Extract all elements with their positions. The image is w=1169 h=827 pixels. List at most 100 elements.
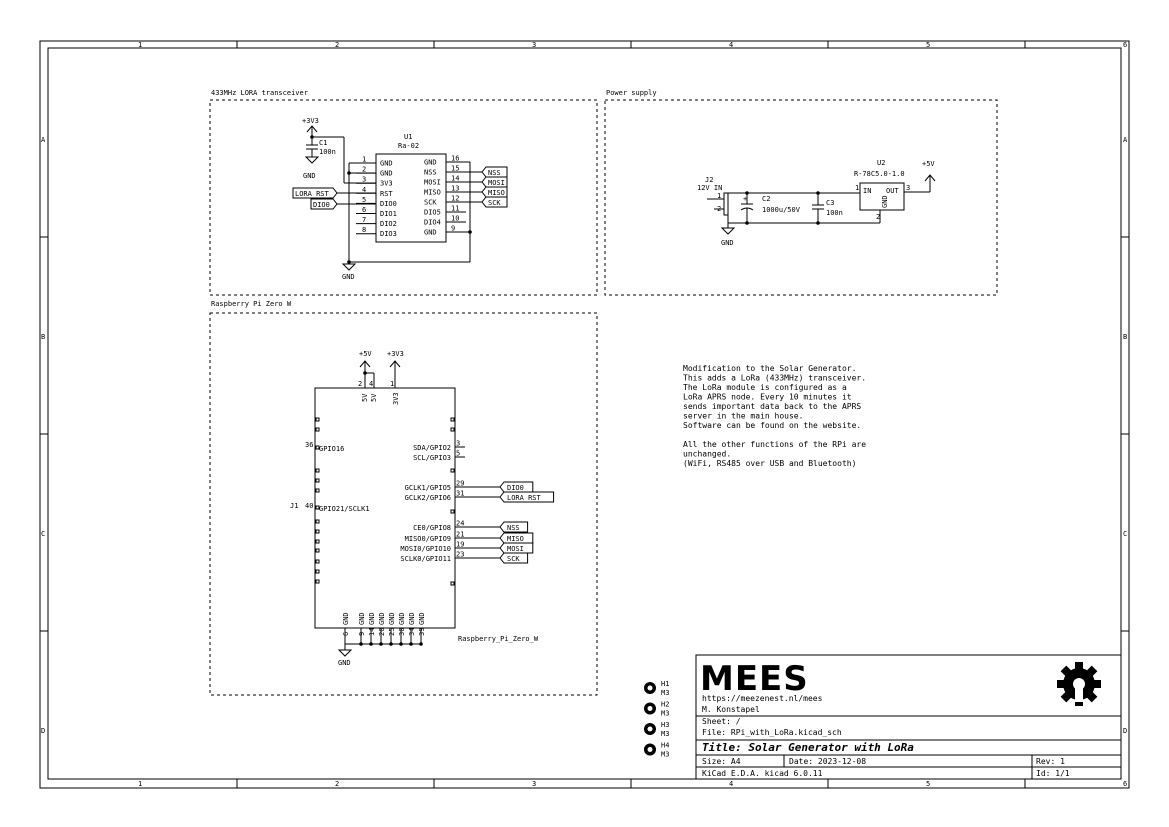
u2-body: [859, 182, 905, 211]
j1-ref: J1: [290, 502, 298, 510]
c1-gnd-label: GND: [303, 172, 316, 180]
power-gnd-label: GND: [721, 239, 734, 247]
col-label-4-bottom: 4: [729, 780, 733, 788]
u1-pin-14-num: 14: [451, 175, 459, 183]
u1-pin-4-name: RST: [380, 190, 393, 198]
label-nss-right: [481, 166, 508, 178]
j1-pin40-sq: [315, 505, 320, 510]
j1-pin-4-name: 5V: [370, 393, 378, 402]
j1-nc-right-1: [450, 427, 455, 432]
j1-pin-21-name: MISO0/GPIO9: [405, 535, 451, 543]
col-label-5-bottom: 5: [926, 780, 930, 788]
j1-pin36-sq: [315, 445, 320, 450]
mounting-hole-ref: H2: [661, 701, 669, 709]
u2-pin3: 3: [906, 184, 910, 192]
row-label-a-right: A: [1123, 136, 1128, 144]
u1-pin-7-num: 7: [362, 216, 366, 224]
u1-pin-16-num: 16: [451, 155, 459, 163]
j1-pin-3-num: 3: [456, 440, 460, 448]
mounting-hole-center: [647, 706, 653, 711]
label-mosi-text: MOSI: [488, 179, 505, 187]
j1-gnd-pin-34-num: 34: [408, 628, 416, 636]
j1-nc-left-7: [315, 539, 320, 544]
rpi-block-title: Raspberry Pi Zero W: [211, 300, 292, 308]
j1-gnd-pin-25-name: GND: [388, 612, 396, 625]
u1-pin-9-num: 9: [451, 225, 455, 233]
label-sck-text: SCK: [488, 199, 501, 207]
u1-ref: U1: [404, 133, 412, 141]
j1-pin-19-name: MOSI0/GPIO10: [400, 545, 451, 553]
col-label-1-top: 1: [138, 41, 142, 49]
rpi-label-miso: [499, 532, 534, 544]
u1-pin-12-num: 12: [451, 195, 459, 203]
note-line-8: All the other functions of the RPi are: [683, 440, 866, 449]
j1-gnd-pin-20-num: 20: [378, 628, 386, 636]
j1-gnd-pin-30-num: 30: [398, 628, 406, 636]
j1-gnd-pin-30-name: GND: [398, 612, 406, 625]
note-line-10: (WiFi, RS485 over USB and Bluetooth): [683, 459, 856, 468]
mounting-hole-value: M3: [661, 710, 669, 718]
u1-pin-14-name: MOSI: [424, 179, 441, 187]
j1-pin-40-name: GPIO21/SCLK1: [319, 505, 370, 513]
title-file: File: RPi_with_LoRa.kicad_sch: [702, 728, 842, 737]
col-label-6-top: 6: [1123, 41, 1127, 49]
note-line-3: LoRa APRS node. Every 10 minutes it: [683, 393, 852, 402]
j1-gnd-pin-39-name: GND: [418, 612, 426, 625]
mounting-hole-center: [647, 747, 653, 752]
mounting-hole-value: M3: [661, 730, 669, 738]
c2-value: 1000u/50V: [762, 206, 801, 214]
u1-pin-10-num: 10: [451, 215, 459, 223]
label-dio0-left: [310, 198, 338, 210]
col-label-3-top: 3: [532, 41, 536, 49]
label-dio0-text: DIO0: [313, 201, 330, 209]
title-date: Date: 2023-12-08: [789, 757, 866, 766]
note-line-2: The LoRa module is configured as a: [683, 383, 847, 392]
rpi-label-nss-text: NSS: [507, 524, 520, 532]
rpi-label-lora_rst-text: LORA_RST: [507, 494, 542, 502]
j1-gnd-label: GND: [338, 659, 351, 667]
j1-nc-right-2: [450, 468, 455, 473]
label-lora-rst-left: [292, 187, 338, 199]
j1-gnd-pin-6-name: GND: [342, 612, 350, 625]
j1-pin-5-name: SCL/GPIO3: [413, 454, 451, 462]
j1-nc-left-8: [315, 548, 320, 553]
j1-gnd-pin-20-name: GND: [378, 612, 386, 625]
c2-ref: C2: [762, 195, 770, 203]
power-gnd-symbol: [720, 227, 736, 235]
rpi-circuit: +5V +3V3 2 4 1 5V 5V 3V3 36 GPIO16 J1 40…: [290, 350, 555, 667]
mounting-hole-ref: H3: [661, 721, 669, 729]
rpi-label-mosi-text: MOSI: [507, 545, 524, 553]
label-lora-rst-text: LORA_RST: [295, 190, 330, 198]
power-block-title: Power supply: [606, 89, 657, 97]
u1-pin-6-name: DIO1: [380, 210, 397, 218]
rpi-label-sck-text: SCK: [507, 555, 520, 563]
lora-3v3-label: +3V3: [302, 117, 319, 125]
rpi-label-sck: [499, 552, 529, 564]
rpi-block-border: [209, 312, 598, 696]
u1-pin-1-num: 1: [362, 156, 366, 164]
j1-nc-right-3: [450, 509, 455, 514]
u1-pin-13-name: MISO: [424, 189, 441, 197]
rpi-label-dio0-text: DIO0: [507, 484, 524, 492]
title-tool: KiCad E.D.A. kicad 6.0.11: [702, 769, 823, 778]
title-url: https://meezenest.nl/mees: [702, 694, 823, 703]
col-label-2-top: 2: [335, 41, 339, 49]
j1-pin-31-name: GCLK2/GPIO6: [405, 494, 451, 502]
j1-gnd-pin-39-num: 39: [418, 628, 426, 636]
u1-pin-5-num: 5: [362, 196, 366, 204]
j1-pin-31-num: 31: [456, 490, 464, 498]
col-label-4-top: 4: [729, 41, 733, 49]
power-circuit: J2 12V IN 1 2 GND + C2 1000u/50V C3 100n: [697, 159, 935, 247]
j2-ref: J2: [705, 176, 713, 184]
j2-pin2: 2: [717, 205, 721, 213]
u1-body: [375, 153, 447, 243]
note-line-0: Modification to the Solar Generator.: [683, 364, 856, 373]
title-main: Title: Solar Generator with LoRa: [702, 741, 914, 754]
u1-pin-11-num: 11: [451, 205, 459, 213]
u1-gnd-symbol: [341, 263, 357, 271]
row-label-c-right: C: [1123, 530, 1127, 538]
j1-gnd-pin-9-name: GND: [358, 612, 366, 625]
